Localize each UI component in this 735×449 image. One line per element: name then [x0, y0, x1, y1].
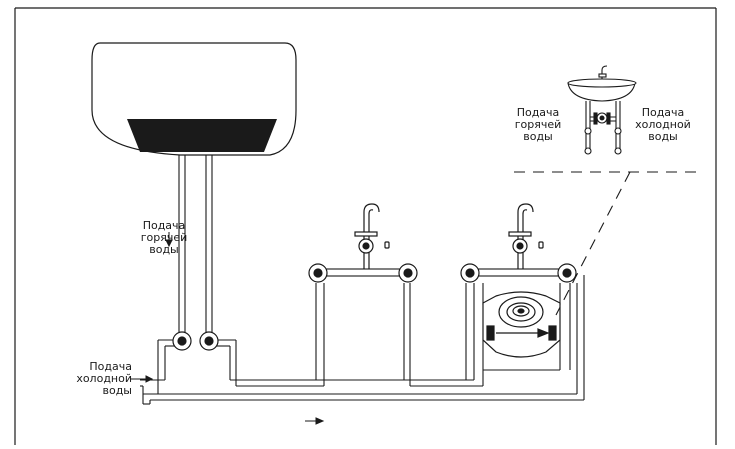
flow-arrows	[131, 232, 325, 425]
valve-mid-right	[398, 263, 418, 283]
valve-right-left	[460, 263, 480, 283]
valves	[172, 263, 577, 351]
inset-hot-label: Подача горячей воды	[514, 106, 562, 143]
valve-heater-hot	[172, 331, 192, 351]
towel-rail-bars	[317, 268, 571, 277]
pipes	[140, 155, 585, 405]
washbasin-inset	[567, 65, 637, 155]
faucet-middle	[354, 203, 390, 269]
hot-supply-label: Подача горячей воды	[140, 219, 188, 256]
inset-leader	[514, 171, 700, 316]
frame	[14, 7, 717, 445]
valve-mid-left	[308, 263, 328, 283]
heater-panel	[127, 119, 277, 152]
circulation-pump	[482, 291, 561, 358]
inset-cold-label: Подача холодной воды	[635, 106, 691, 143]
cold-supply-label: Подача холодной воды	[76, 360, 132, 397]
faucet-right	[508, 203, 544, 269]
valve-heater-cold	[199, 331, 219, 351]
water-heater	[91, 42, 297, 156]
valve-right-right	[557, 263, 577, 283]
